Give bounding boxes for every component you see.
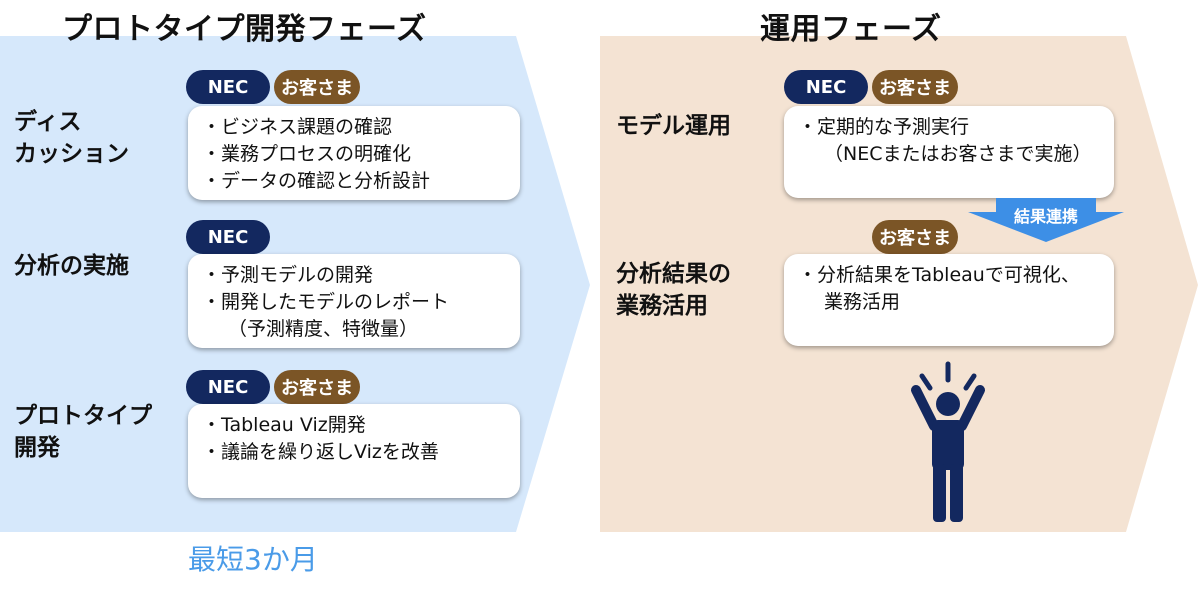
task-box-business-use: ・分析結果をTableauで可視化、 業務活用 <box>784 254 1114 346</box>
list-item: ・データの確認と分析設計 <box>202 170 431 192</box>
list-item: ・開発したモデルのレポート <box>202 291 450 313</box>
list-item: ・Tableau Viz開発 <box>202 414 366 436</box>
operation-phase-title: 運用フェーズ <box>760 12 942 47</box>
customer-badge: お客さま <box>872 220 958 254</box>
row-label-prototype-dev: プロトタイプ 開発 <box>14 400 152 464</box>
task-box-model-operation: ・定期的な予測実行 （NECまたはお客さまで実施） <box>784 106 1114 198</box>
row-label-line: 業務活用 <box>616 293 708 319</box>
duration-label: 最短3か月 <box>188 543 318 576</box>
list-item: ・予測モデルの開発 <box>202 264 374 286</box>
list-item: ・分析結果をTableauで可視化、 <box>798 264 1080 286</box>
row-label-discussion: ディス カッション <box>14 106 129 170</box>
row-label-line: 分析の実施 <box>14 253 129 279</box>
row-label-business-use: 分析結果の 業務活用 <box>616 258 731 322</box>
nec-badge: NEC <box>186 220 270 254</box>
row-label-line: 開発 <box>14 435 60 461</box>
row-label-line: ディス <box>14 109 82 135</box>
list-item: ・業務プロセスの明確化 <box>202 143 412 165</box>
customer-badge: お客さま <box>872 70 958 104</box>
task-box-analysis: ・予測モデルの開発 ・開発したモデルのレポート （予測精度、特徴量） <box>188 254 520 348</box>
list-item: ・定期的な予測実行 <box>798 116 970 138</box>
list-item: （NECまたはお客さまで実施） <box>824 143 1092 165</box>
customer-badge: お客さま <box>274 370 360 404</box>
cheering-person-icon <box>911 361 985 522</box>
row-label-analysis: 分析の実施 <box>14 250 129 282</box>
result-link-label: 結果連携 <box>1014 207 1079 226</box>
nec-badge: NEC <box>186 70 270 104</box>
task-box-prototype-dev: ・Tableau Viz開発 ・議論を繰り返しVizを改善 <box>188 404 520 498</box>
nec-badge: NEC <box>186 370 270 404</box>
list-item: ・議論を繰り返しVizを改善 <box>202 441 439 463</box>
row-label-line: モデル運用 <box>616 113 731 139</box>
row-label-line: プロトタイプ <box>14 403 152 429</box>
row-label-model-operation: モデル運用 <box>616 110 731 142</box>
nec-badge: NEC <box>784 70 868 104</box>
task-box-discussion: ・ビジネス課題の確認 ・業務プロセスの明確化 ・データの確認と分析設計 <box>188 106 520 200</box>
row-label-line: 分析結果の <box>616 261 731 287</box>
customer-badge: お客さま <box>274 70 360 104</box>
result-link-arrow-icon <box>968 198 1124 242</box>
list-item: （予測精度、特徴量） <box>228 318 419 340</box>
list-item: 業務活用 <box>824 291 901 313</box>
row-label-line: カッション <box>14 141 129 167</box>
list-item: ・ビジネス課題の確認 <box>202 116 393 138</box>
prototype-phase-title: プロトタイプ開発フェーズ <box>62 12 427 47</box>
